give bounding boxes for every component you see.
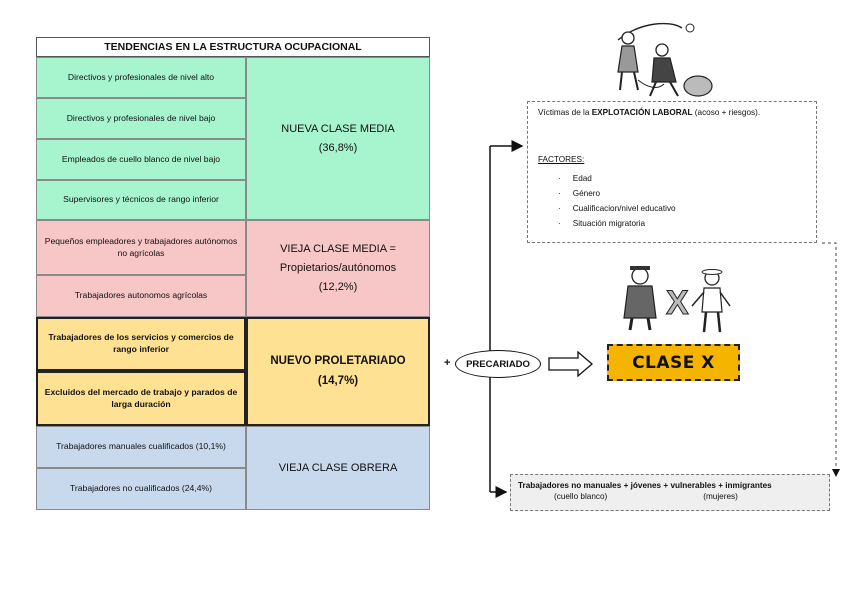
group-pct: (36,8%) <box>318 141 358 154</box>
table-row: Trabajadores manuales cualificados (10,1… <box>36 426 246 468</box>
factors-list: Edad Género Cualificacion/nivel educativ… <box>558 174 806 228</box>
table-row: Directivos y profesionales de nivel alto <box>36 57 246 98</box>
victims-bold: EXPLOTACIÓN LABORAL <box>591 108 693 117</box>
group-label: VIEJA CLASE MEDIA = <box>280 243 396 256</box>
workers-sub: (cuello blanco) (mujeres) <box>518 491 822 502</box>
group-label: NUEVO PROLETARIADO <box>270 354 406 367</box>
list-item: Situación migratoria <box>558 219 806 228</box>
table-row: Pequeños empleadores y trabajadores autó… <box>36 220 246 275</box>
cartoon-exploitation-icon <box>617 22 713 97</box>
victims-line: Víctimas de la EXPLOTACIÓN LABORAL (acos… <box>538 108 806 117</box>
table-row: Trabajadores no cualificados (24,4%) <box>36 468 246 510</box>
dashed-link <box>822 242 840 477</box>
group-pct: (12,2%) <box>318 280 358 293</box>
workers-sub1: (cuello blanco) <box>554 492 608 502</box>
factors-title: FACTORES: <box>538 155 585 164</box>
plus-sign: + <box>444 357 451 369</box>
workers-box: Trabajadores no manuales + jóvenes + vul… <box>510 474 830 511</box>
group-label-nuevo-proletariado: NUEVO PROLETARIADO (14,7%) <box>246 317 430 426</box>
table-title: TENDENCIAS EN LA ESTRUCTURA OCUPACIONAL <box>36 37 430 57</box>
list-item: Género <box>558 189 806 198</box>
group-pct: (14,7%) <box>317 374 359 387</box>
victims-box: Víctimas de la EXPLOTACIÓN LABORAL (acos… <box>527 101 817 243</box>
list-item: Edad <box>558 174 806 183</box>
svg-text:X: X <box>666 284 689 322</box>
table-row: Excluidos del mercado de trabajo y parad… <box>36 371 246 426</box>
group-label-vieja-clase-media: VIEJA CLASE MEDIA = Propietarios/autónom… <box>246 220 430 317</box>
group-label: NUEVA CLASE MEDIA <box>281 122 395 135</box>
cartoon-class-x-icon: X <box>623 266 731 333</box>
group-label-vieja-clase-obrera: VIEJA CLASE OBRERA <box>246 426 430 510</box>
clase-x-box: CLASE X <box>607 344 740 381</box>
victims-suffix: (acoso + riesgos). <box>692 108 761 117</box>
hollow-arrow-to-clase-x <box>548 350 593 378</box>
table-row: Trabajadores de los servicios y comercio… <box>36 317 246 371</box>
list-item: Cualificacion/nivel educativo <box>558 204 806 213</box>
precariado-ellipse: PRECARIADO <box>455 350 541 378</box>
group-label-nueva-clase-media: NUEVA CLASE MEDIA (36,8%) <box>246 57 430 220</box>
table-row: Supervisores y técnicos de rango inferio… <box>36 180 246 220</box>
group-label-2: Propietarios/autónomos <box>279 262 397 275</box>
workers-sub2: (mujeres) <box>703 492 738 502</box>
victims-prefix: Víctimas de la <box>538 108 592 117</box>
table-row: Directivos y profesionales de nivel bajo <box>36 98 246 139</box>
table-row: Empleados de cuello blanco de nivel bajo <box>36 139 246 180</box>
table-row: Trabajadores autonomos agrícolas <box>36 275 246 317</box>
workers-line: Trabajadores no manuales + jóvenes + vul… <box>518 481 772 490</box>
